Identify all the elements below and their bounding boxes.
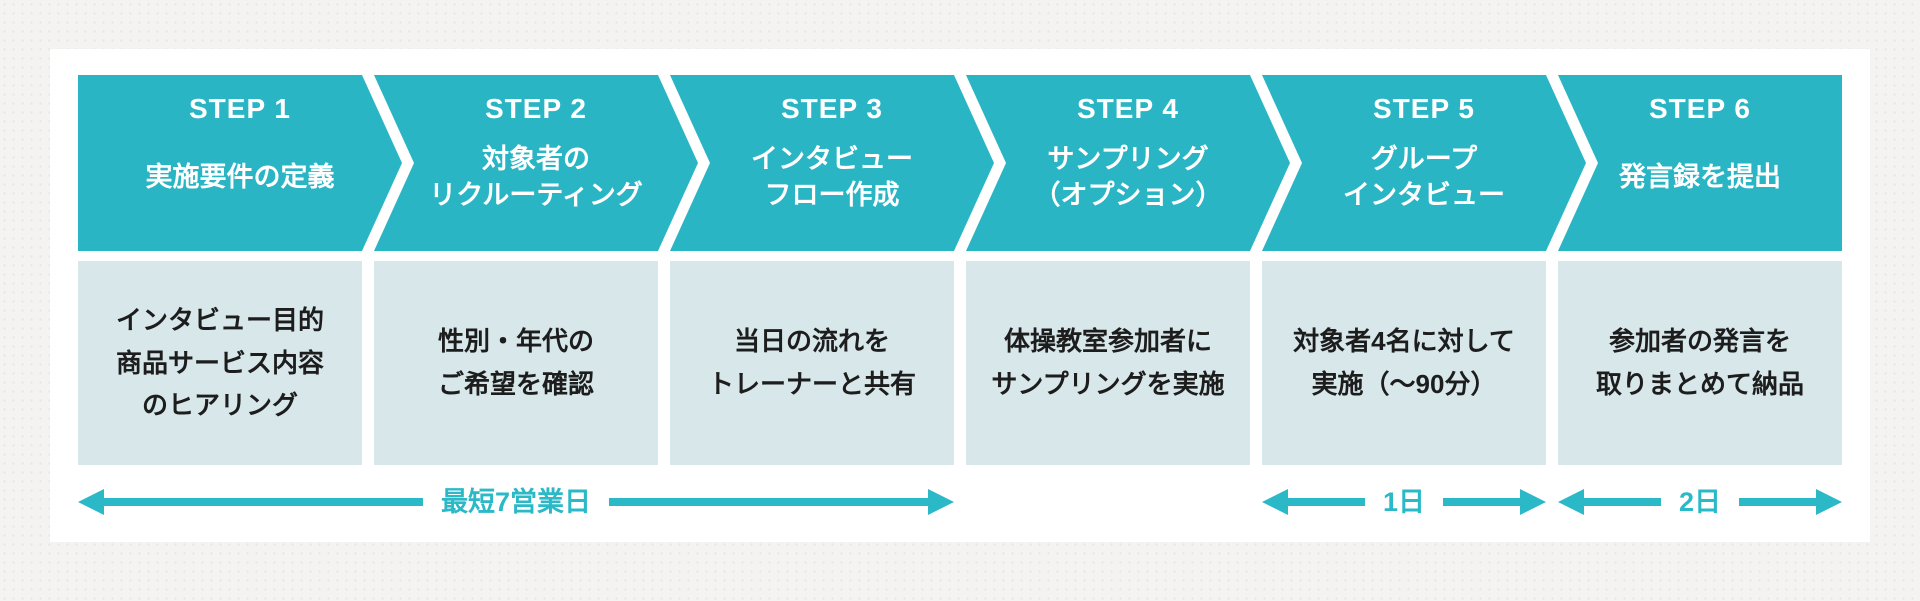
step-6-header-chevron: STEP 6 発言録を提出	[1558, 75, 1842, 251]
step-column-1: STEP 1 実施要件の定義 インタビュー目的 商品サービス内容 のヒアリング	[78, 75, 362, 465]
step-2-title: 対象者の リクルーティング	[429, 144, 643, 210]
step-column-3: STEP 3 インタビュー フロー作成 当日の流れを トレーナーと共有	[670, 75, 954, 465]
step-2-description: 性別・年代の ご希望を確認	[374, 261, 658, 465]
steps-row: STEP 1 実施要件の定義 インタビュー目的 商品サービス内容 のヒアリング …	[78, 75, 1842, 465]
arrow-right-icon	[1520, 489, 1546, 515]
timeline-arrow-interview-day: 1日	[1262, 487, 1546, 517]
step-6-description: 参加者の発言を 取りまとめて納品	[1558, 261, 1842, 465]
timeline-line	[1584, 498, 1661, 506]
step-3-title: インタビュー フロー作成	[751, 144, 913, 210]
step-4-description: 体操教室参加者に サンプリングを実施	[966, 261, 1250, 465]
step-3-header-chevron: STEP 3 インタビュー フロー作成	[670, 75, 994, 251]
arrow-left-icon	[1558, 489, 1584, 515]
step-5-header-chevron: STEP 5 グループ インタビュー	[1262, 75, 1586, 251]
arrow-right-icon	[928, 489, 954, 515]
timeline-line	[1288, 498, 1365, 506]
step-5-label: STEP 5	[1373, 93, 1475, 124]
step-3-label: STEP 3	[781, 93, 883, 124]
step-column-2: STEP 2 対象者の リクルーティング 性別・年代の ご希望を確認	[374, 75, 658, 465]
step-3-description: 当日の流れを トレーナーと共有	[670, 261, 954, 465]
step-6-title: 発言録を提出	[1619, 162, 1781, 193]
step-4-title: サンプリング （オプション）	[1033, 144, 1223, 210]
timeline-label-lead-time: 最短7営業日	[440, 486, 592, 517]
timeline-line	[1739, 498, 1816, 506]
step-2-title-wrap: 対象者の リクルーティング	[374, 125, 698, 251]
step-column-6: STEP 6 発言録を提出 参加者の発言を 取りまとめて納品	[1558, 75, 1842, 465]
step-6-title-wrap: 発言録を提出	[1558, 125, 1842, 251]
step-2-header-chevron: STEP 2 対象者の リクルーティング	[374, 75, 698, 251]
step-column-5: STEP 5 グループ インタビュー 対象者4名に対して 実施（～90分）	[1262, 75, 1546, 465]
timeline-label-interview-day: 1日	[1382, 486, 1426, 517]
arrow-right-icon	[1816, 489, 1842, 515]
process-diagram-card: STEP 1 実施要件の定義 インタビュー目的 商品サービス内容 のヒアリング …	[50, 49, 1870, 542]
step-5-description: 対象者4名に対して 実施（～90分）	[1262, 261, 1546, 465]
step-4-title-wrap: サンプリング （オプション）	[966, 125, 1290, 251]
arrow-left-icon	[78, 489, 104, 515]
timeline-line	[1443, 498, 1520, 506]
step-3-title-wrap: インタビュー フロー作成	[670, 125, 994, 251]
timeline-arrow-delivery: 2日	[1558, 487, 1842, 517]
timeline-line	[104, 498, 423, 506]
diagram-content: STEP 1 実施要件の定義 インタビュー目的 商品サービス内容 のヒアリング …	[50, 49, 1870, 543]
step-1-label: STEP 1	[189, 93, 291, 124]
timeline-line	[609, 498, 928, 506]
step-5-title: グループ インタビュー	[1343, 144, 1505, 210]
step-6-label: STEP 6	[1649, 93, 1751, 124]
step-1-header-chevron: STEP 1 実施要件の定義	[78, 75, 402, 251]
timeline-arrow-lead-time: 最短7営業日	[78, 487, 954, 517]
step-column-4: STEP 4 サンプリング （オプション） 体操教室参加者に サンプリングを実施	[966, 75, 1250, 465]
step-4-header-chevron: STEP 4 サンプリング （オプション）	[966, 75, 1290, 251]
step-2-label: STEP 2	[485, 93, 587, 124]
step-4-label: STEP 4	[1077, 93, 1179, 124]
step-1-title: 実施要件の定義	[145, 162, 335, 193]
timeline-label-delivery: 2日	[1678, 486, 1722, 517]
timeline-row: 最短7営業日 1日 2日	[78, 487, 1842, 517]
step-1-description: インタビュー目的 商品サービス内容 のヒアリング	[78, 261, 362, 465]
step-5-title-wrap: グループ インタビュー	[1262, 125, 1586, 251]
step-1-title-wrap: 実施要件の定義	[78, 125, 402, 251]
arrow-left-icon	[1262, 489, 1288, 515]
